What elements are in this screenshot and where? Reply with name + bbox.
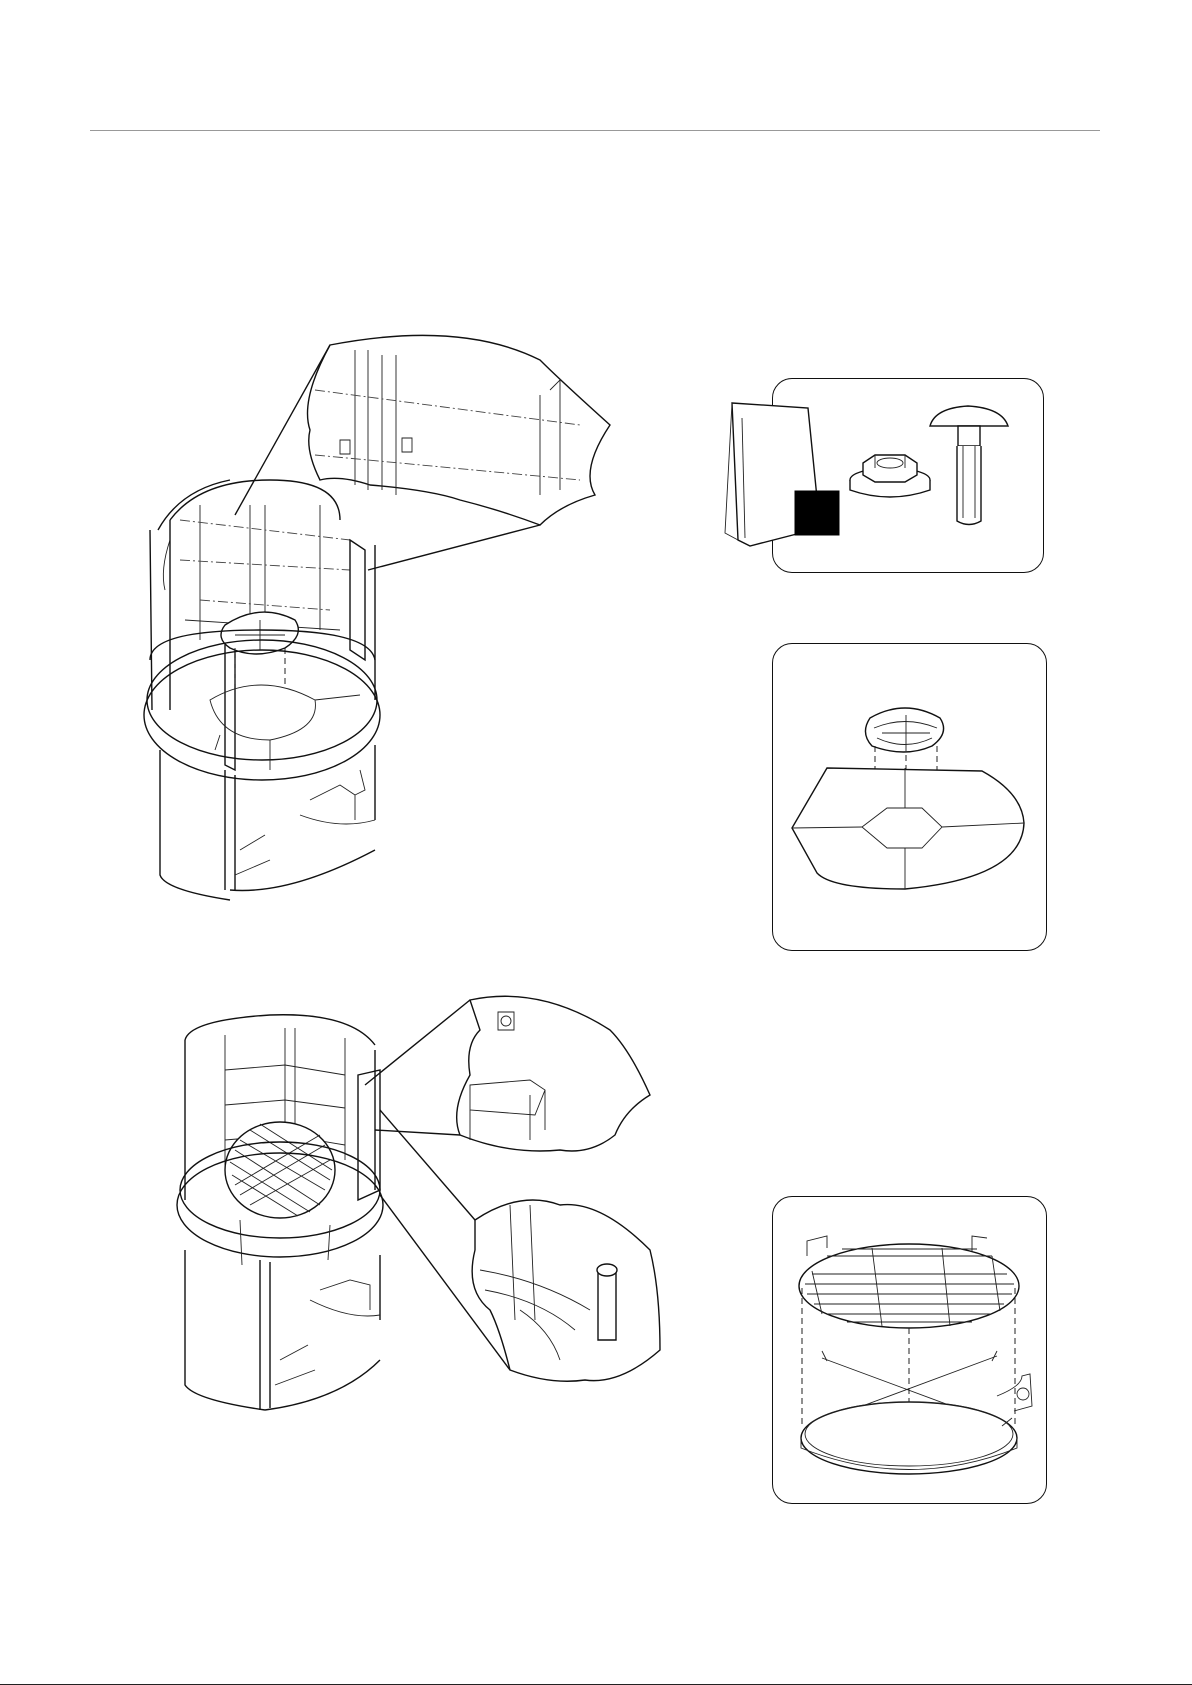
grill-with-grate-icon	[180, 990, 700, 1510]
cooking-grate-icon	[772, 1196, 1045, 1502]
inset-grate-figure	[772, 1196, 1045, 1502]
bag-label-square	[795, 491, 839, 535]
step1-assembly-figure	[140, 330, 620, 950]
charcoal-plate-icon	[772, 643, 1045, 949]
bolt-detail-callout-icon	[365, 996, 650, 1151]
paper-bag-icon	[725, 403, 839, 546]
flange-nut-icon	[850, 455, 930, 497]
header-rule	[90, 130, 1100, 131]
charcoal-plate-part	[221, 612, 298, 685]
step2-assembly-figure	[180, 990, 700, 1510]
carriage-bolt-icon	[930, 406, 1008, 525]
hardware-pack-icon	[720, 378, 1045, 574]
cylindrical-grill-assembly-icon	[140, 330, 620, 950]
inset-hardware-figure	[720, 378, 1045, 574]
inset-charcoal-plate-figure	[772, 643, 1045, 949]
cooking-grate-part	[225, 1122, 335, 1218]
bracket-detail-callout-icon	[235, 335, 610, 570]
